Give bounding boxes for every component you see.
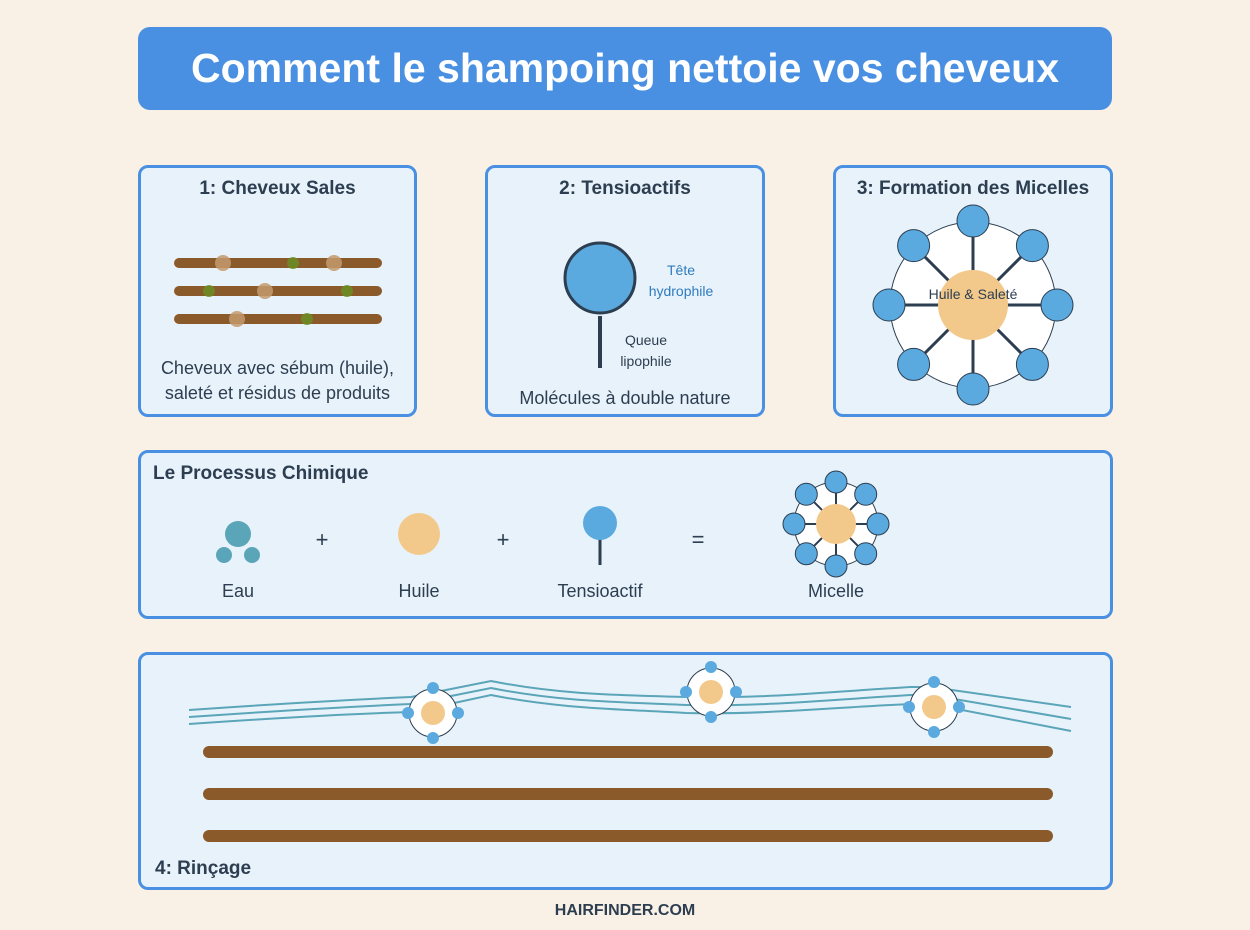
surfactant-head: [854, 542, 878, 566]
sebum-particle: [215, 255, 231, 271]
tail-label-line: lipophile: [620, 353, 672, 369]
rinsed-micelle: [903, 676, 965, 738]
process-label-oil: Huile: [398, 581, 439, 601]
caption-line: Cheveux avec sébum (huile),: [160, 358, 395, 378]
panel-rinsing: 4: Rinçage: [138, 652, 1113, 890]
surfactant-head: [452, 707, 464, 719]
surfactant-head: [866, 512, 890, 536]
panel-dirty-hair: 1: Cheveux Sales Cheveux avec sébum (hui…: [138, 165, 417, 417]
plus-sign: +: [316, 527, 329, 552]
surfactant-head: [427, 682, 439, 694]
surfactant-head: [928, 726, 940, 738]
surfactant-head: [402, 707, 414, 719]
dirt-particles: [203, 257, 353, 325]
panel-micelle-formation-title: 3: Formation des Micelles: [856, 178, 1090, 199]
plus-sign: +: [497, 527, 510, 552]
surfactant-head: [824, 470, 848, 494]
process-title: Le Processus Chimique: [153, 463, 369, 484]
surfactant-head: [956, 204, 990, 238]
dirt-particle: [203, 285, 215, 297]
micelle-illustration: Huile & Saleté: [872, 204, 1074, 406]
title-banner: Comment le shampoing nettoie vos cheveux: [138, 27, 1112, 110]
surfactant-icon: [583, 506, 617, 565]
page-title: Comment le shampoing nettoie vos cheveux: [190, 45, 1060, 91]
sebum-particle: [257, 283, 273, 299]
surfactant-head: [897, 347, 931, 381]
process-label-surfactant: Tensioactif: [557, 581, 643, 601]
sebum-particles: [215, 255, 342, 327]
panel-dirty-hair-title: 1: Cheveux Sales: [199, 178, 356, 199]
dirt-particle: [301, 313, 313, 325]
surfactant-head: [730, 686, 742, 698]
caption-line: saleté et résidus de produits: [164, 383, 391, 404]
dirt-particle: [341, 285, 353, 297]
rinsing-illustration: [188, 661, 1072, 842]
surfactant-head: [872, 288, 906, 322]
core-label: Huile & Saleté: [929, 286, 1018, 302]
panel-micelle-formation: 3: Formation des Micelles Huile & Saleté: [833, 165, 1113, 417]
surfactant-head: [563, 241, 637, 315]
dirt-particle: [287, 257, 299, 269]
water-flow: [188, 679, 1072, 732]
panel-surfactants-caption: Molécules à double nature: [519, 388, 731, 408]
panel-rinsing-title: 4: Rinçage: [155, 858, 252, 879]
panel-chemical-process: Le Processus Chimique Eau + Huile + Tens…: [138, 450, 1113, 619]
surfactant-head: [897, 229, 931, 263]
surfactant-head: [953, 701, 965, 713]
surfactant-head: [1040, 288, 1074, 322]
surfactant-head: [1015, 229, 1049, 263]
surfactant-head: [824, 554, 848, 578]
micelle-icon: [782, 470, 890, 578]
footer-brand: HAIRFINDER.COM: [554, 902, 696, 919]
head-label-line: hydrophile: [649, 283, 714, 299]
dirty-hair-illustration: [174, 255, 382, 327]
surfactant-head: [854, 482, 878, 506]
surfactant-head: [782, 512, 806, 536]
rinsed-micelle: [680, 661, 742, 723]
clean-hair-strands: [203, 746, 1053, 842]
surfactant-head: [705, 661, 717, 673]
surfactant-head: [427, 732, 439, 744]
equals-sign: =: [692, 527, 705, 552]
oil-dirt-core: [938, 270, 1008, 340]
surfactant-molecule-illustration: Tête hydrophile Queue lipophile: [563, 241, 714, 369]
process-equation: Eau + Huile + Tensioactif = Micelle: [216, 470, 890, 601]
water-molecule-icon: [216, 521, 260, 563]
rinsed-micelle: [402, 682, 464, 744]
surfactant-head: [705, 711, 717, 723]
head-label-line: Tête: [667, 262, 695, 278]
panel-surfactants: 2: Tensioactifs Tête hydrophile Queue li…: [485, 165, 765, 417]
tail-label-line: Queue: [625, 332, 667, 348]
process-label-water: Eau: [222, 581, 254, 601]
process-label-micelle: Micelle: [808, 581, 864, 601]
surfactant-head: [1015, 347, 1049, 381]
panel-dirty-hair-caption: Cheveux avec sébum (huile), saleté et ré…: [141, 356, 414, 406]
surfactant-head: [794, 482, 818, 506]
oil-droplet-icon: [398, 513, 440, 555]
surfactant-head: [794, 542, 818, 566]
sebum-particle: [326, 255, 342, 271]
surfactant-head: [956, 372, 990, 406]
panel-surfactants-title: 2: Tensioactifs: [559, 178, 691, 199]
surfactant-head: [928, 676, 940, 688]
surfactant-head: [903, 701, 915, 713]
sebum-particle: [229, 311, 245, 327]
surfactant-head: [680, 686, 692, 698]
